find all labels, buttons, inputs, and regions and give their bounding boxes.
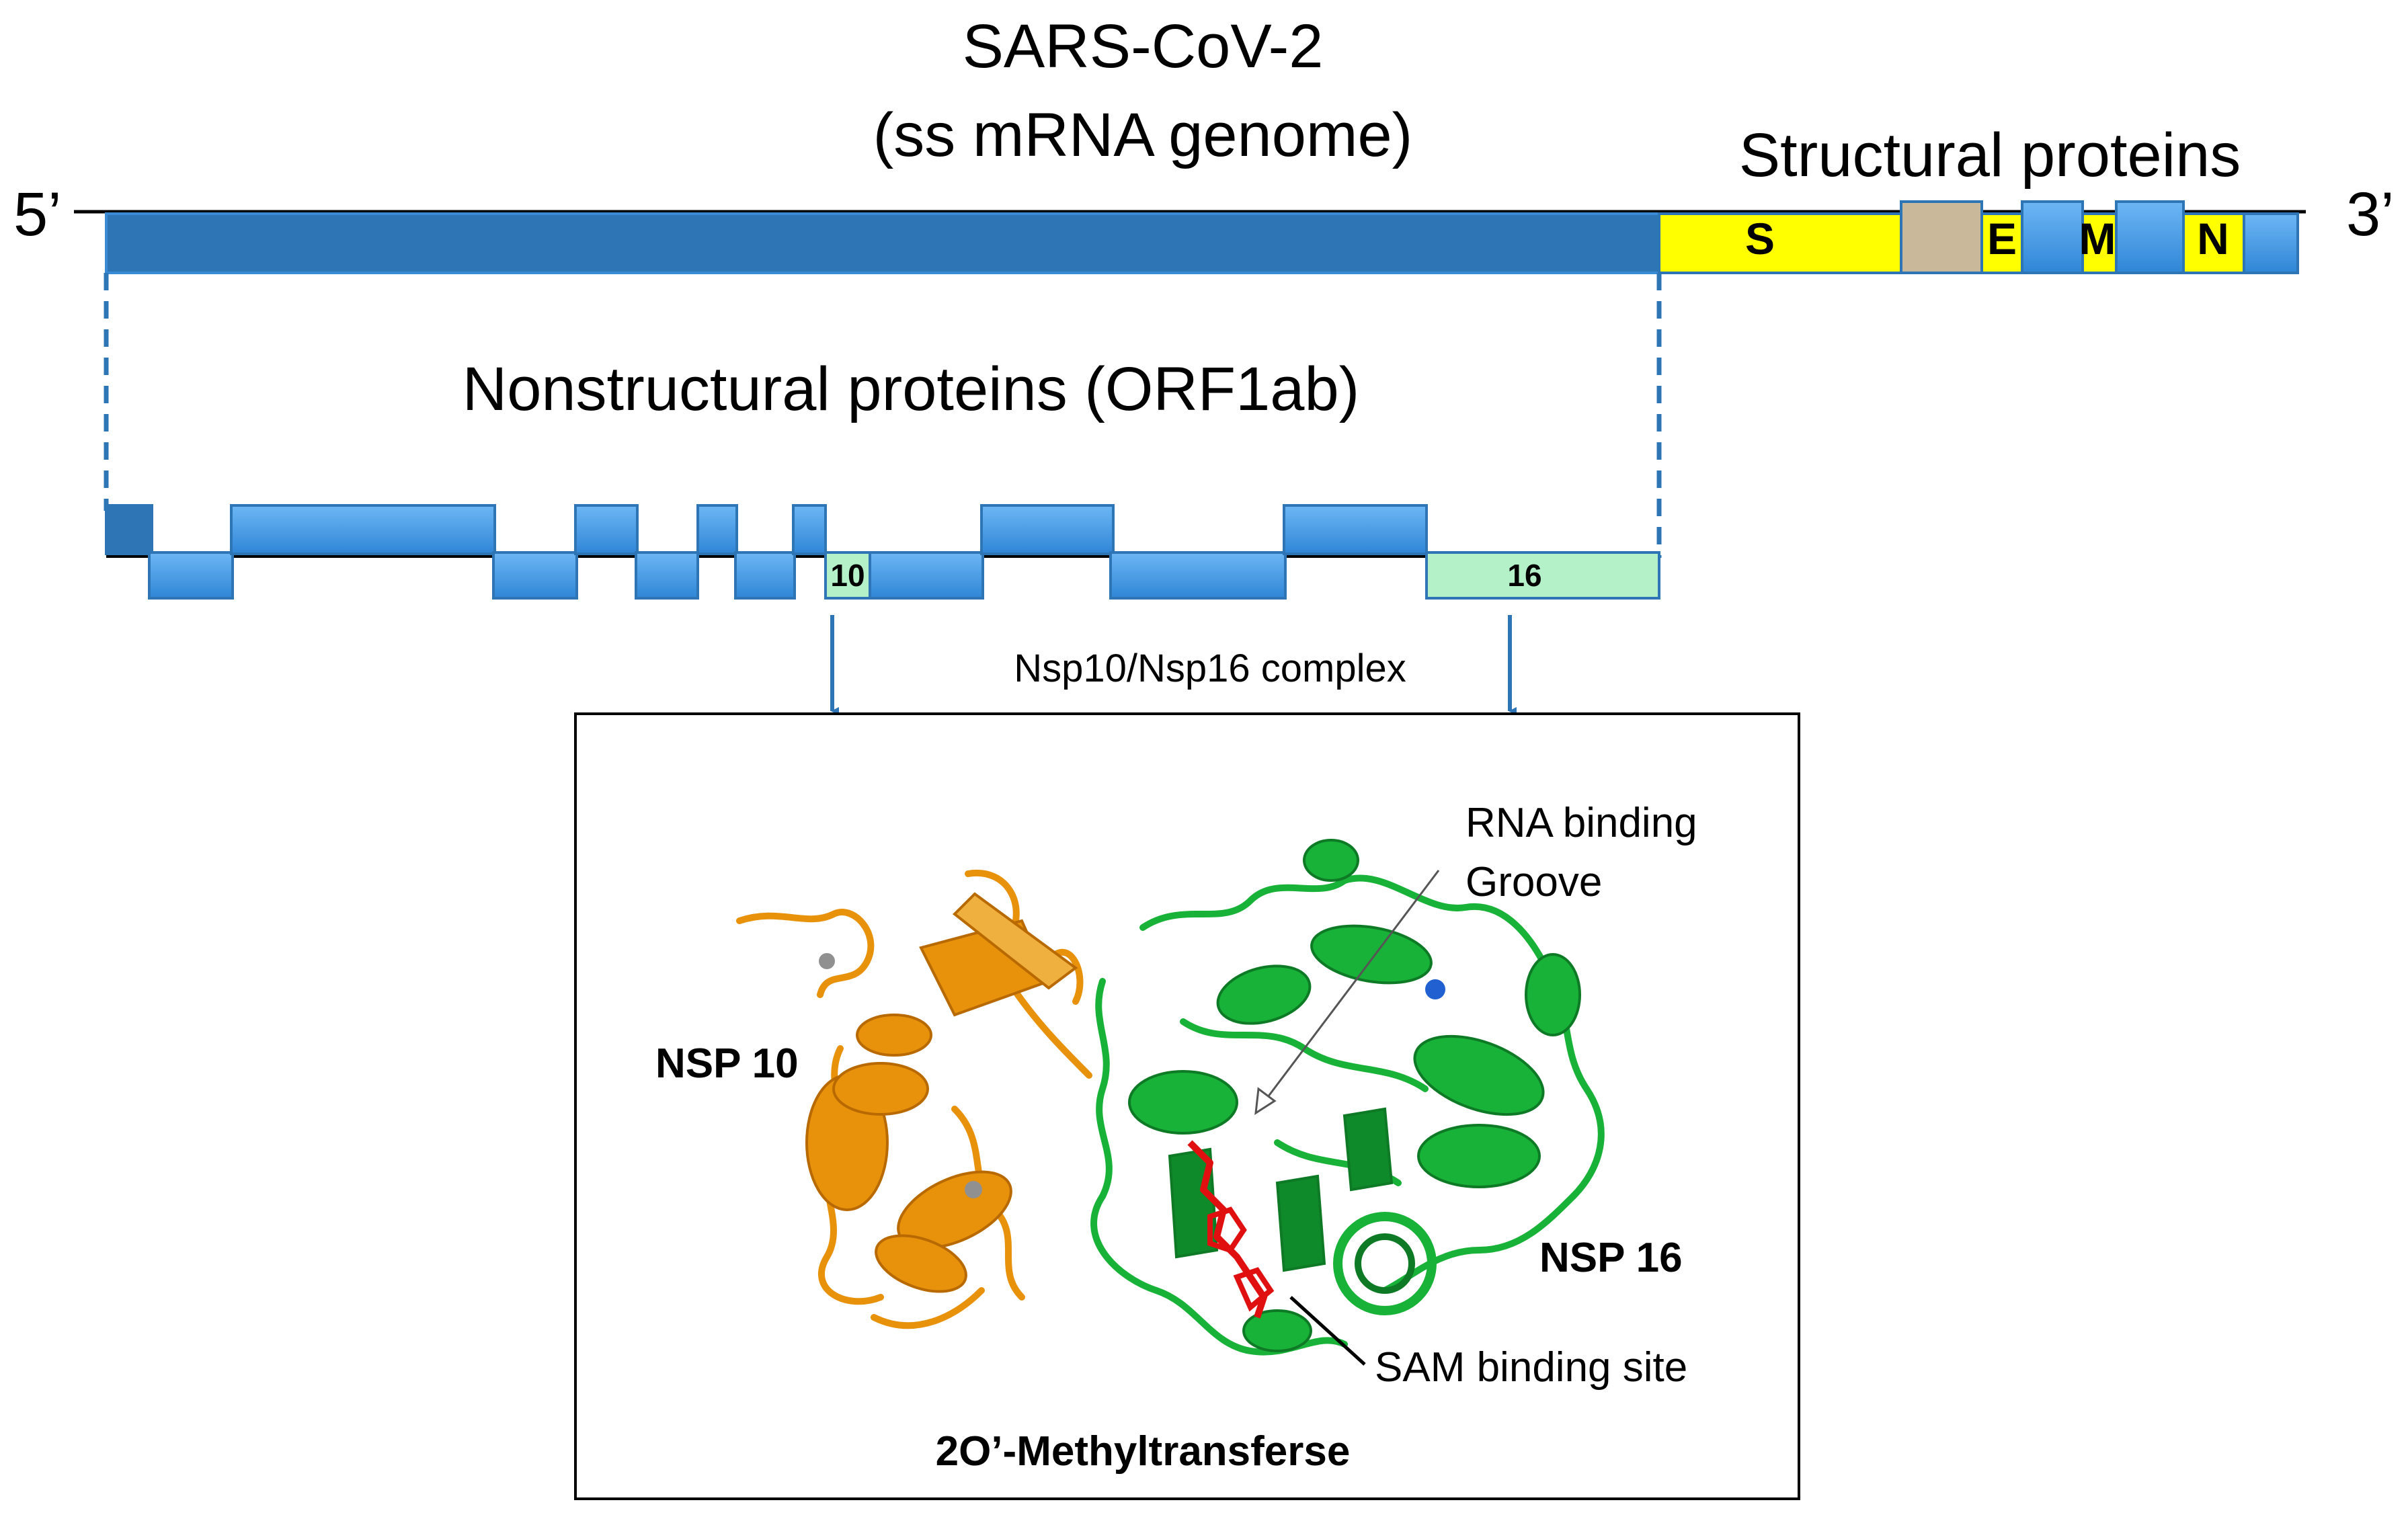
rna-groove-label-line1: RNA binding: [1466, 800, 1697, 846]
nsp-block: [867, 551, 984, 600]
nsp10-block: [824, 551, 871, 600]
nsp-block: [980, 504, 1115, 555]
sam-ligand-ring: [1207, 1206, 1275, 1312]
zinc-ion: [819, 953, 835, 969]
nsp10-structure-label: NSP 10: [655, 1040, 799, 1087]
nsp-block: [492, 551, 578, 600]
structural-proteins-label: Structural proteins: [1739, 121, 2241, 190]
five-prime-label: 5’: [13, 180, 62, 249]
genome-subtitle: (ss mRNA genome): [873, 101, 1413, 169]
nsp-block: [635, 551, 699, 600]
nsp10-label: 10: [830, 558, 865, 593]
rna-groove-label-line2: Groove: [1466, 859, 1602, 905]
sam-site-pointer: [1289, 1296, 1366, 1366]
gene-e-label: E: [1987, 214, 2017, 263]
nsp-block: [230, 504, 496, 555]
nsp-block: [574, 504, 639, 555]
blue-tail-block: [2243, 212, 2299, 274]
nsp-block: [105, 504, 153, 555]
rna-groove-pointer: [1262, 870, 1440, 1103]
sam-site-label: SAM binding site: [1375, 1344, 1687, 1391]
nsp-block: [148, 551, 234, 600]
structural-genes: [1658, 200, 2299, 274]
blue-spacer-block: [2115, 200, 2185, 274]
enzyme-label: 2O’-Methyltransferse: [936, 1428, 1351, 1475]
zinc-ion: [965, 1181, 982, 1198]
three-prime-label: 3’: [2346, 180, 2395, 249]
gene-s-label: S: [1745, 214, 1775, 263]
nsp-block: [734, 551, 796, 600]
nonstructural-proteins-label: Nonstructural proteins (ORF1ab): [463, 355, 1360, 423]
orf1ab-expansion-bracket: [104, 273, 1662, 558]
nsp16-label: 16: [1507, 558, 1541, 593]
ion-sphere: [1425, 979, 1445, 999]
gene-e-block: [1980, 212, 2023, 274]
accessory-block: [1900, 200, 1983, 274]
nsp16-structure-label: NSP 16: [1539, 1235, 1683, 1281]
nsp16-block: [1425, 551, 1660, 600]
rna-groove-arrowhead: [1254, 1087, 1277, 1115]
complex-label: Nsp10/Nsp16 complex: [1014, 647, 1406, 690]
nsp-blocks: [105, 504, 1428, 600]
gene-n-label: N: [2197, 214, 2229, 263]
nsp-block: [1109, 551, 1287, 600]
nsp10-helices: [805, 892, 1078, 1293]
gene-s-block: [1658, 212, 1902, 274]
nsp-block: [1283, 504, 1428, 555]
orf1ab-bar: [105, 212, 1660, 274]
blue-spacer-block: [2021, 200, 2084, 274]
gene-m-label: M: [2079, 214, 2116, 263]
genome-title: SARS-CoV-2: [963, 12, 1324, 81]
nsp-block: [696, 504, 738, 555]
sam-ligand: [1187, 1140, 1267, 1319]
nsp16-secondary-structure: [1128, 839, 1581, 1352]
nsp-block: [792, 504, 827, 555]
